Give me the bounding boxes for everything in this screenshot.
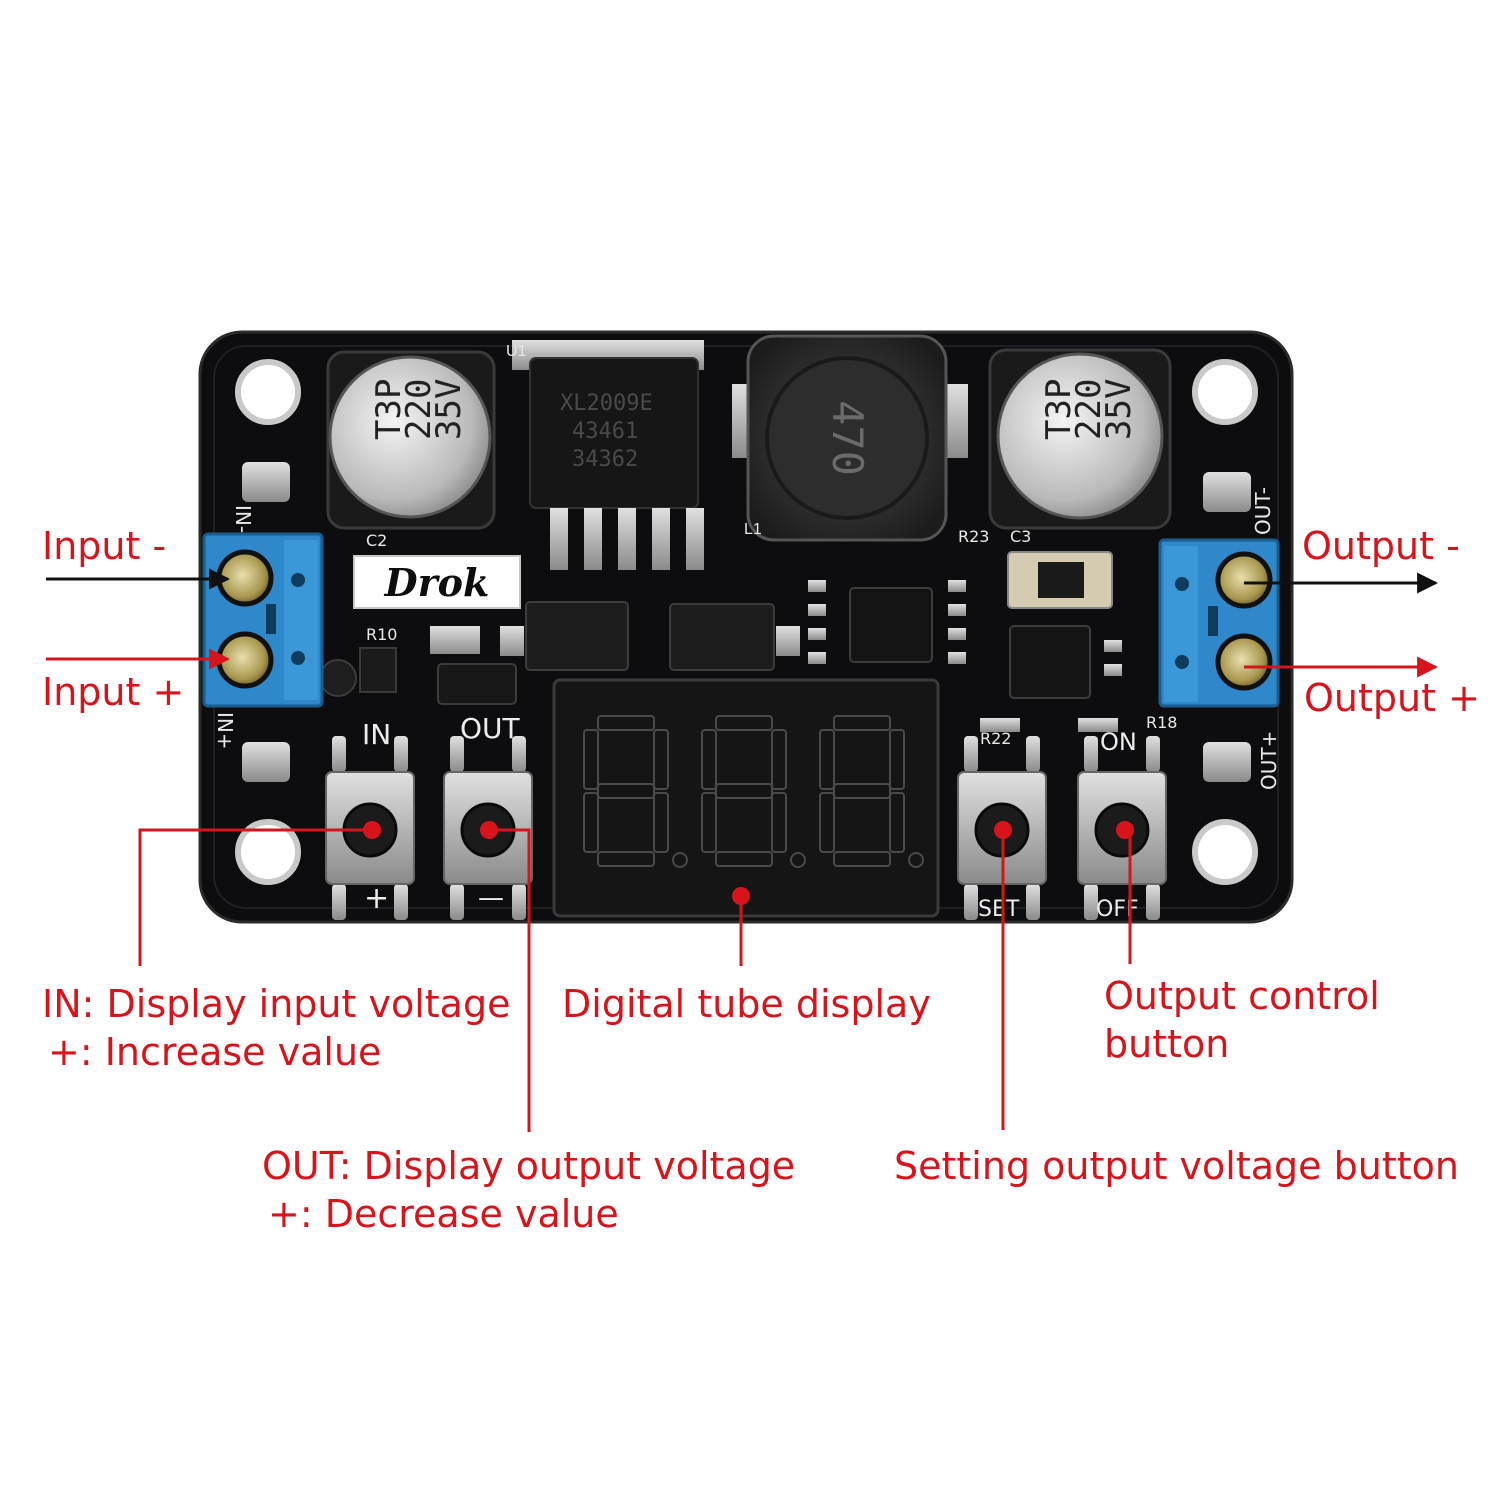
label-output-control-line2: button	[1104, 1022, 1230, 1066]
input-terminal-block	[202, 532, 324, 708]
digital-tube-display	[552, 678, 940, 918]
silk-out-plus: OUT+	[1257, 731, 1281, 790]
silk-out-minus: OUT-	[1251, 487, 1275, 535]
capacitor-right-line2: 220	[1069, 379, 1109, 440]
inductor: 470 L1	[732, 334, 968, 542]
silk-c2: C2	[366, 531, 387, 550]
screw-output-minus	[1215, 551, 1273, 609]
silk-c3: C3	[1010, 527, 1031, 546]
silk-btn-plus: +	[364, 881, 389, 916]
label-set-button: Setting output voltage button	[894, 1144, 1459, 1188]
capacitor-right: T3P 220 35V	[988, 348, 1172, 530]
leader-output-button	[1125, 828, 1132, 964]
label-out-button: OUT: Display output voltage +: Decrease …	[262, 1142, 795, 1238]
label-out-button-line2: +: Decrease value	[268, 1192, 619, 1236]
terminal-arrows	[46, 568, 1439, 678]
silk-btn-minus: —	[478, 883, 504, 913]
leader-out-button	[489, 828, 531, 1132]
label-out-button-line1: OUT: Display output voltage	[262, 1144, 796, 1188]
button-silkscreen: IN OUT + — ON SET OFF	[362, 712, 1139, 922]
mounting-hole	[235, 359, 1258, 885]
silk-btn-set: SET	[978, 897, 1020, 922]
silk-btn-on: ON	[1100, 728, 1137, 756]
silk-l1: L1	[744, 521, 762, 538]
solder-pads	[242, 462, 1251, 782]
display-segments	[583, 715, 924, 868]
capacitor-left: T3P 220 35V	[326, 350, 496, 530]
label-output-plus: Output +	[1304, 676, 1480, 720]
silk-in-minus: IN-	[231, 505, 255, 533]
leader-lines	[138, 821, 1134, 1132]
display-digit	[819, 715, 924, 868]
capacitor-right-line1: T3P	[1039, 379, 1079, 440]
silk-r10: R10	[366, 625, 397, 644]
regulator-ic: XL2009E 43461 34362 U1	[506, 340, 704, 570]
regulator-marking-2: 43461	[572, 419, 638, 444]
silk-r18: R18	[1146, 713, 1177, 732]
screw-output-plus	[1215, 633, 1273, 691]
label-output-minus: Output -	[1302, 524, 1460, 568]
label-in-button-line1: IN: Display input voltage	[42, 982, 511, 1026]
brand-logo: Drok	[353, 555, 521, 609]
capacitor-left-line3: 35V	[429, 379, 469, 440]
label-input-plus: Input +	[42, 670, 185, 714]
label-display: Digital tube display	[562, 982, 931, 1026]
capacitor-left-line2: 220	[399, 379, 439, 440]
output-terminal-block	[1158, 538, 1280, 708]
leader-in-button	[138, 828, 372, 966]
label-output-control-line1: Output control	[1104, 974, 1380, 1018]
label-in-button-line2: +: Increase value	[48, 1030, 382, 1074]
regulator-marking-3: 34362	[572, 447, 638, 472]
silk-r22: R22	[980, 729, 1011, 748]
label-input-minus: Input -	[42, 524, 167, 568]
display-digit	[701, 715, 806, 868]
silk-in-plus: IN+	[213, 712, 237, 750]
silk-btn-off: OFF	[1096, 897, 1139, 922]
capacitor-left-line1: T3P	[369, 379, 409, 440]
silkscreen-labels: C2 C3 R10 R23 R22 R18 IN- IN+ OUT- OUT+	[213, 487, 1281, 790]
inductor-marking: 470	[823, 400, 872, 476]
silk-u1: U1	[506, 343, 527, 360]
smd-components	[319, 551, 1122, 732]
label-output-control: Output control button	[1104, 972, 1380, 1068]
silk-r23: R23	[958, 527, 989, 546]
display-digit	[583, 715, 688, 868]
label-in-button: IN: Display input voltage +: Increase va…	[42, 980, 510, 1076]
regulator-marking-1: XL2009E	[560, 391, 653, 416]
silk-btn-out: OUT	[460, 712, 521, 745]
silk-btn-in: IN	[362, 718, 391, 751]
brand-logo-text: Drok	[384, 560, 490, 605]
capacitor-right-line3: 35V	[1099, 379, 1139, 440]
